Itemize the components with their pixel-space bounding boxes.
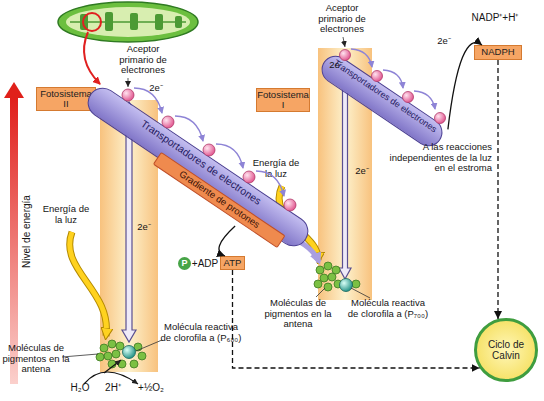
connector-arrow — [448, 43, 482, 130]
node-text: ATP — [224, 258, 242, 269]
product-box: NADPH — [474, 45, 522, 60]
node-text: P — [181, 258, 187, 269]
zoom-arrow — [84, 32, 100, 84]
granum — [155, 14, 163, 30]
energy-axis-head — [4, 82, 24, 98]
electron-carrier — [435, 113, 446, 124]
electron-carrier — [372, 71, 383, 82]
electron-carrier — [284, 199, 296, 211]
axis-label: Nivel de energía — [21, 184, 32, 280]
light-arrow — [70, 232, 107, 336]
product-box: ATP — [220, 256, 245, 270]
electron-carrier — [122, 89, 134, 101]
antenna-pigments — [96, 340, 146, 368]
electron-hop-arrow — [383, 70, 403, 88]
zoom-circle — [83, 13, 101, 31]
chem-label: +½O₂ — [136, 382, 166, 393]
node-text: Fotosistema I — [257, 90, 309, 111]
node-text: Ciclo de Calvin — [477, 339, 535, 361]
electron-hop-arrow — [414, 91, 435, 109]
chem-label: NADP⁺+H⁺ — [462, 12, 528, 23]
callout-label: Energía de la luz — [250, 158, 302, 179]
electron-hop-arrow — [134, 88, 162, 113]
electron-hop-arrow — [216, 144, 243, 168]
electron-hop-arrow — [175, 116, 203, 141]
reaction-center — [340, 279, 353, 292]
chem-label: H₂O — [68, 382, 92, 393]
electron-carrier — [403, 92, 414, 103]
granum — [175, 16, 182, 28]
electron-flow-arrow — [300, 242, 319, 262]
node-text: Fotosistema II — [37, 89, 95, 110]
light-arrow-outline — [70, 232, 107, 336]
granum — [105, 12, 113, 31]
electron-label: 2e⁻ — [134, 222, 154, 233]
callout-label: Moléculas de pigmentos en la antena — [0, 343, 72, 375]
energy-axis — [10, 96, 18, 384]
callout-label: Aceptor primario de electrones — [310, 3, 374, 35]
photosystem-label: Fotosistema I — [256, 88, 310, 112]
antenna-pigments — [314, 262, 360, 291]
connector-arrow — [497, 60, 498, 319]
electron-carrier — [162, 116, 174, 128]
connector-arrow — [219, 226, 235, 256]
chem-label: +ADP — [191, 258, 219, 269]
chloroplast-outer — [58, 2, 198, 42]
leader-lines — [62, 37, 370, 357]
connector-arrow — [233, 270, 480, 368]
electron-hop-arrow — [351, 49, 372, 67]
chloroplast-stroma — [66, 7, 190, 37]
callout-label: Moléculas de pigmentos en la antena — [262, 298, 334, 330]
callout-label: Molécula reactiva de clorofila a (P₆₈₀) — [158, 322, 244, 343]
note-label: A las reacciones independientes de la lu… — [388, 142, 492, 174]
callout-label: Aceptor primario de electrones — [112, 44, 174, 76]
electron-supply-arrow — [104, 360, 121, 373]
electron-label: 2e⁻ — [146, 83, 166, 94]
granum — [130, 13, 138, 30]
electron-carrier — [203, 144, 215, 156]
phosphate-circle: P — [178, 257, 191, 270]
electron-label: 2e⁻ — [434, 36, 454, 47]
electron-carrier — [243, 171, 255, 183]
callout-label: Molécula reactiva de clorofila a (P₇₀₀) — [346, 298, 430, 319]
electron-label: 2e⁻ — [326, 60, 346, 71]
node-text: NADPH — [481, 47, 514, 58]
electron-label: 2e⁻ — [352, 166, 372, 177]
electron-hop-arrow — [256, 171, 284, 196]
electron-carrier — [340, 50, 351, 61]
reaction-center — [123, 346, 136, 359]
callout-label: Energía de la luz — [40, 204, 92, 225]
calvin-cycle-circle: Ciclo de Calvin — [474, 318, 538, 382]
chem-label: 2H⁺ — [102, 382, 124, 393]
